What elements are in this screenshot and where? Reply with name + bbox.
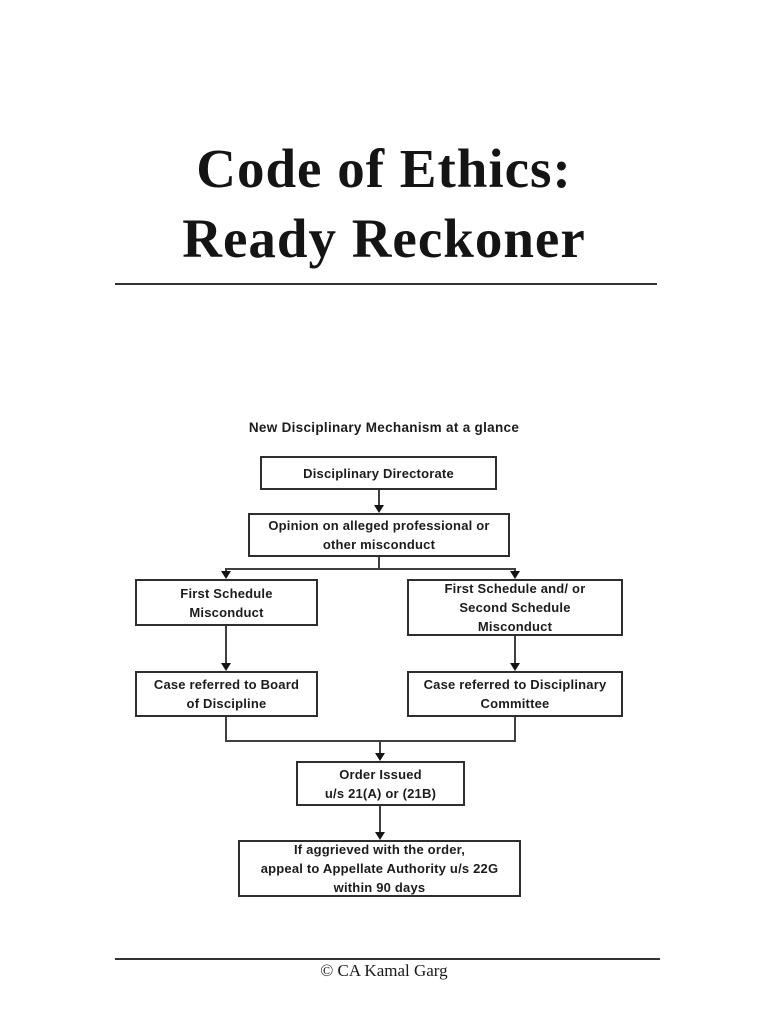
arrowhead-into-node6 [375,832,385,840]
flowchart-node-order-issued: Order Issued u/s 21(A) or (21B) [296,761,465,806]
footer-copyright: © CA Kamal Garg [320,961,448,980]
arrowhead-into-node4-left [221,663,231,671]
arrowhead-into-node2 [374,505,384,513]
flowchart-node-opinion-alleged-misconduct: Opinion on alleged professional or other… [248,513,510,557]
flowchart-node-case-referred-disciplinary-committee: Case referred to Disciplinary Committee [407,671,623,717]
flowchart-node-appeal-appellate-authority: If aggrieved with the order, appeal to A… [238,840,521,897]
arrowhead-into-node3-left [221,571,231,579]
connector-branch-right-drop [514,568,516,573]
page-title-line2: Ready Reckoner [182,208,586,269]
connector-node2-stub [378,557,380,569]
connector-merge-line [225,740,516,742]
footer-rule [115,958,660,960]
connector-node1-to-node2 [378,490,380,506]
title-underline-rule [115,283,657,285]
flowchart-node-disciplinary-directorate: Disciplinary Directorate [260,456,497,490]
connector-branch-left-drop [225,568,227,573]
page-title-line1: Code of Ethics: [196,138,572,199]
arrowhead-into-node4-right [510,663,520,671]
flowchart-heading: New Disciplinary Mechanism at a glance [248,420,520,435]
flowchart-node-first-schedule-misconduct: First Schedule Misconduct [135,579,318,626]
arrowhead-into-node3-right [510,571,520,579]
flowchart-node-case-referred-board-of-discipline: Case referred to Board of Discipline [135,671,318,717]
connector-merge-stub [379,742,381,754]
connector-node4r-drop [514,717,516,742]
connector-node3r-to-node4r [514,636,516,664]
flowchart-node-first-and-second-schedule-misconduct: First Schedule and/ or Second Schedule M… [407,579,623,636]
page-title: Code of Ethics: Ready Reckoner [0,134,768,274]
connector-node3l-to-node4l [225,626,227,664]
connector-branch-line [225,568,516,570]
connector-node5-to-node6 [379,806,381,833]
connector-node4l-drop [225,717,227,742]
arrowhead-into-node5 [375,753,385,761]
